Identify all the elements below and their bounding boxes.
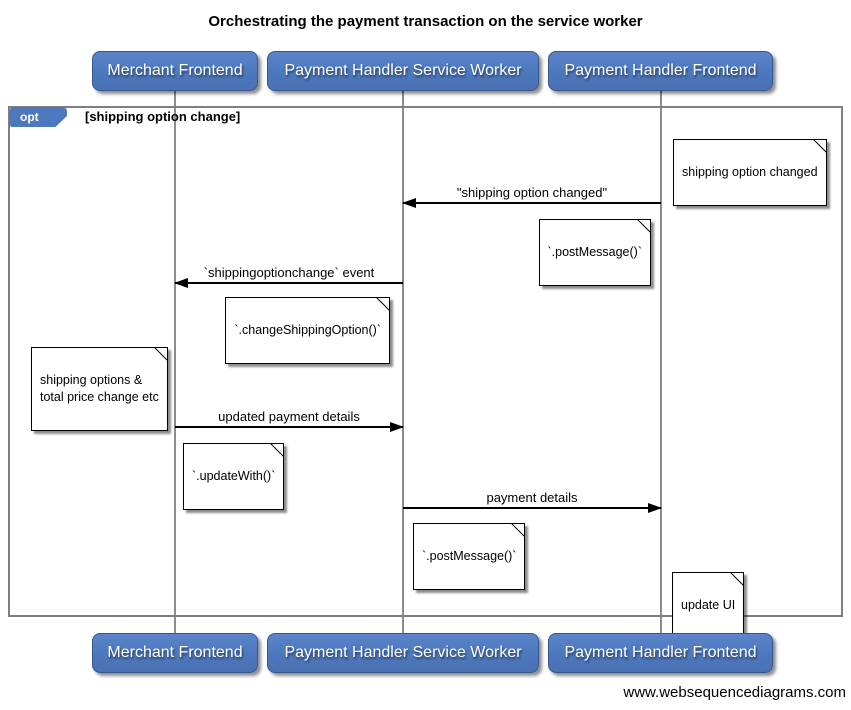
note-fold-icon [270,443,285,457]
participant-payment-handler-service-worker-bottom: Payment Handler Service Worker [267,633,539,673]
lifeline-payment-handler-service-worker [402,91,404,633]
fragment-operator-label: opt [20,110,39,124]
message-shippingoptionchange-event: `shippingoptionchange` event [174,264,403,288]
fragment-condition: [shipping option change] [85,109,241,124]
note-text: shipping options & total price change et… [40,373,159,404]
message-label: updated payment details [218,409,360,424]
participant-merchant-frontend-bottom: Merchant Frontend [92,633,258,673]
note-text: `.changeShippingOption()` [234,323,381,337]
message-label: "shipping option changed" [456,185,608,200]
participant-label: Payment Handler Service Worker [284,62,522,79]
note-fold-icon [376,297,390,311]
note-update-ui: update UI [672,572,745,639]
participant-payment-handler-frontend-top: Payment Handler Frontend [548,51,773,91]
message-label: `shippingoptionchange` event [203,265,375,280]
lifeline-payment-handler-frontend [660,91,662,633]
note-fold-icon [730,572,745,586]
participant-label: Payment Handler Frontend [564,62,757,79]
participant-payment-handler-service-worker-top: Payment Handler Service Worker [267,51,539,91]
participant-label: Payment Handler Frontend [564,644,757,661]
note-updatewith: `.updateWith()` [183,443,285,510]
note-text: `.updateWith()` [192,469,276,483]
note-text: `.postMessage()` [422,549,517,563]
participant-label: Merchant Frontend [107,644,243,661]
message-label: payment details [486,490,578,505]
message-shipping-option-changed: "shipping option changed" [402,184,661,208]
note-text: update UI [681,598,736,612]
opt-fragment-box [8,106,843,617]
lifeline-merchant-frontend [174,91,176,633]
fragment-operator-tab: opt [9,107,67,127]
watermark: www.websequencediagrams.com [623,684,846,701]
arrowhead-right-icon [390,422,404,432]
participant-label: Merchant Frontend [107,62,243,79]
arrowhead-right-icon [648,503,662,513]
message-payment-details: payment details [403,489,662,513]
note-postmessage-1: `.postMessage()` [538,219,651,286]
participant-label: Payment Handler Service Worker [284,644,522,661]
note-text: `.postMessage()` [547,245,642,259]
message-updated-payment-details: updated payment details [175,408,404,432]
participant-payment-handler-frontend-bottom: Payment Handler Frontend [548,633,773,673]
note-shipping-options-total-price: shipping options & total price change et… [31,347,168,431]
note-shipping-option-changed: shipping option changed [673,139,827,206]
note-fold-icon [812,139,827,153]
note-text: shipping option changed [682,165,818,179]
note-postmessage-2: `.postMessage()` [413,523,526,590]
arrowhead-left-icon [174,278,188,288]
note-fold-icon [511,523,526,537]
note-fold-icon [637,219,651,233]
arrowhead-left-icon [402,198,416,208]
page-title: Orchestrating the payment transaction on… [208,13,643,30]
note-fold-icon [153,347,168,361]
note-changeshippingoption: `.changeShippingOption()` [225,297,390,364]
participant-merchant-frontend-top: Merchant Frontend [92,51,258,91]
